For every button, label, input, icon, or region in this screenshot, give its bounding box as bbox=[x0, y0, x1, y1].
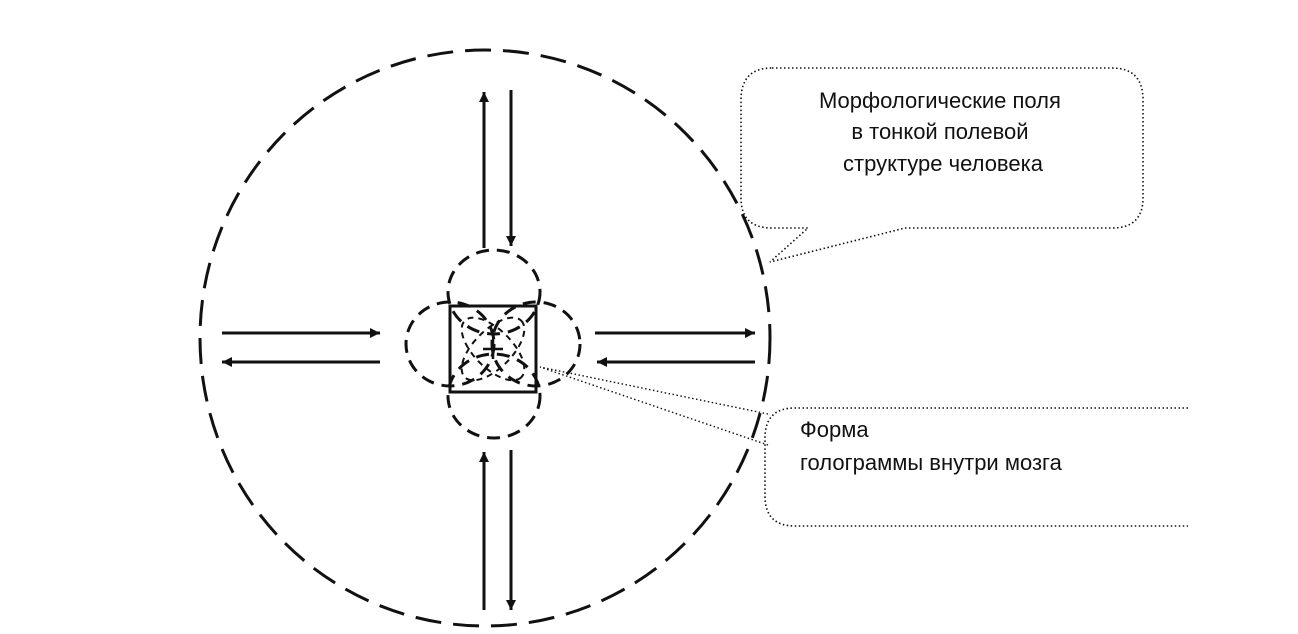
morphological-callout-text: Морфологические поля в тонкой полевой ст… bbox=[819, 88, 1067, 176]
hologram-line-2: голограммы внутри мозга bbox=[800, 450, 1063, 475]
hologram-callout-pointer bbox=[539, 366, 769, 446]
outer-field-circle bbox=[198, 48, 772, 628]
inner-petals bbox=[460, 316, 526, 382]
hologram-line-1: Форма bbox=[800, 417, 869, 442]
central-square bbox=[448, 304, 538, 394]
center-cross bbox=[483, 339, 503, 359]
morphological-callout-bubble bbox=[740, 67, 1144, 263]
hologram-callout-bubble bbox=[764, 407, 1188, 527]
morphological-line-2: в тонкой полевой bbox=[851, 119, 1028, 144]
top-lobe bbox=[446, 248, 542, 336]
bottom-lobe bbox=[446, 352, 542, 440]
hologram-callout-text: Форма голограммы внутри мозга bbox=[800, 417, 1063, 475]
morphological-line-3: структуре человека bbox=[843, 151, 1044, 176]
morphological-line-1: Морфологические поля bbox=[819, 88, 1061, 113]
